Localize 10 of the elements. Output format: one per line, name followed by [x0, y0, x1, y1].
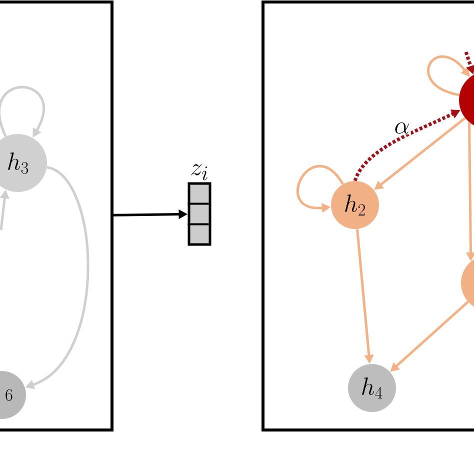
- self-loop-arrow: [427, 55, 470, 96]
- node-label: $z_i$: [191, 164, 208, 180]
- graph-node: $h_3$: [0, 134, 47, 192]
- panel-frame: [0, 0, 114, 432]
- graph-node: $6$: [0, 371, 26, 419]
- panel-frame: [262, 0, 474, 432]
- graph-node: $h_2$: [331, 181, 379, 229]
- embedding-vector-drawing: $z_i$: [188, 164, 212, 246]
- graph-node: $h_4$: [348, 364, 396, 412]
- edge-label: $\alpha$: [393, 122, 411, 134]
